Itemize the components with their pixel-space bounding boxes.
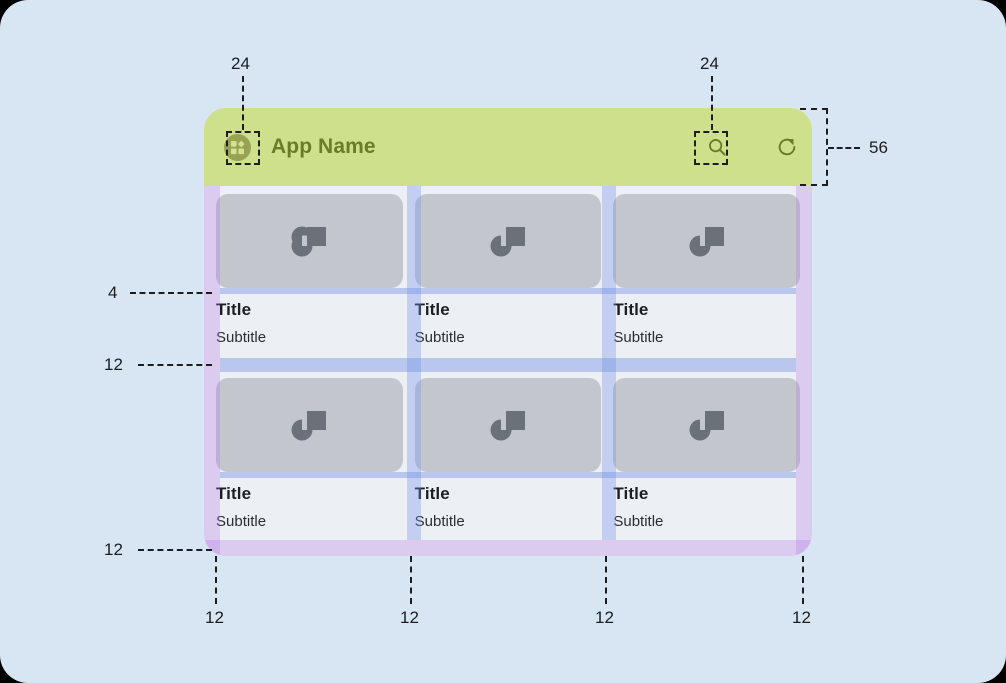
leader-column-gap-3 bbox=[605, 556, 607, 604]
refresh-icon bbox=[778, 138, 796, 156]
annotation-column-gap-3: 12 bbox=[595, 608, 614, 627]
image-placeholder-icon bbox=[689, 227, 724, 257]
grid-row: Title Subtitle Title Subtitle bbox=[216, 194, 801, 366]
measure-box-search-icon bbox=[694, 131, 728, 165]
image-placeholder-icon bbox=[291, 411, 327, 441]
app-bar: App Name bbox=[204, 108, 812, 186]
annotation-column-gap-1: 12 bbox=[205, 608, 224, 627]
leader-column-gap-2 bbox=[410, 556, 412, 604]
leader-media-title-gap bbox=[130, 292, 212, 294]
annotation-column-gap-2: 12 bbox=[400, 608, 419, 627]
card-subtitle: Subtitle bbox=[414, 329, 465, 346]
card[interactable]: Title Subtitle bbox=[216, 194, 403, 366]
image-placeholder-icon bbox=[490, 411, 525, 441]
annotation-media-title-gap: 4 bbox=[108, 283, 118, 302]
card-subtitle: Subtitle bbox=[613, 329, 664, 346]
annotation-icon-size-right: 24 bbox=[700, 54, 719, 73]
card-media bbox=[216, 194, 403, 288]
leader-icon-size-right bbox=[711, 76, 713, 130]
card-text: Title Subtitle bbox=[216, 476, 403, 531]
card[interactable]: Title Subtitle bbox=[414, 194, 602, 366]
search-button[interactable] bbox=[704, 134, 730, 160]
card-media bbox=[216, 378, 403, 472]
grid-row: Title Subtitle Title Subtitle bbox=[216, 378, 801, 550]
annotation-row-gap: 12 bbox=[104, 355, 123, 374]
app-bar-title: App Name bbox=[271, 135, 376, 158]
card[interactable]: Title Subtitle bbox=[216, 378, 403, 550]
image-placeholder-icon bbox=[689, 411, 724, 441]
measure-bracket-app-bar-height bbox=[800, 108, 828, 186]
leader-app-bar-height bbox=[828, 147, 860, 149]
card-subtitle: Subtitle bbox=[216, 513, 267, 530]
card-title: Title bbox=[414, 300, 450, 319]
refresh-button[interactable] bbox=[774, 134, 800, 160]
measure-box-app-logo bbox=[226, 131, 260, 165]
leader-column-gap-4 bbox=[802, 556, 804, 604]
leader-row-gap bbox=[138, 364, 212, 366]
card-subtitle: Subtitle bbox=[414, 513, 465, 530]
card[interactable]: Title Subtitle bbox=[414, 378, 602, 550]
card-text: Title Subtitle bbox=[415, 292, 602, 347]
card-title: Title bbox=[613, 484, 649, 503]
search-icon bbox=[709, 139, 726, 156]
card-subtitle: Subtitle bbox=[613, 513, 664, 530]
card[interactable]: Title Subtitle bbox=[613, 378, 801, 550]
card-title: Title bbox=[216, 484, 252, 503]
card[interactable]: Title Subtitle bbox=[613, 194, 801, 366]
card-media bbox=[613, 378, 801, 472]
annotation-bottom-margin: 12 bbox=[104, 540, 123, 559]
card-media bbox=[414, 378, 602, 472]
card-text: Title Subtitle bbox=[613, 476, 800, 531]
app-grid-icon[interactable] bbox=[224, 133, 251, 161]
card-text: Title Subtitle bbox=[613, 292, 800, 347]
app-frame: App Name bbox=[204, 108, 812, 556]
card-subtitle: Subtitle bbox=[216, 329, 267, 346]
card-media bbox=[613, 194, 801, 288]
card-grid: Title Subtitle Title Subtitle bbox=[204, 186, 812, 556]
image-placeholder-icon bbox=[291, 226, 327, 257]
leader-column-gap-1 bbox=[215, 556, 217, 604]
leader-bottom-margin bbox=[138, 549, 212, 551]
card-text: Title Subtitle bbox=[415, 476, 602, 531]
card-title: Title bbox=[414, 484, 450, 503]
card-title: Title bbox=[613, 300, 649, 319]
annotation-icon-size-left: 24 bbox=[231, 54, 250, 73]
image-placeholder-icon bbox=[490, 227, 525, 257]
card-media bbox=[414, 194, 602, 288]
annotation-app-bar-height: 56 bbox=[869, 138, 888, 157]
annotation-column-gap-4: 12 bbox=[792, 608, 811, 627]
card-text: Title Subtitle bbox=[216, 292, 403, 347]
leader-icon-size-left bbox=[242, 76, 244, 130]
card-title: Title bbox=[216, 300, 252, 319]
